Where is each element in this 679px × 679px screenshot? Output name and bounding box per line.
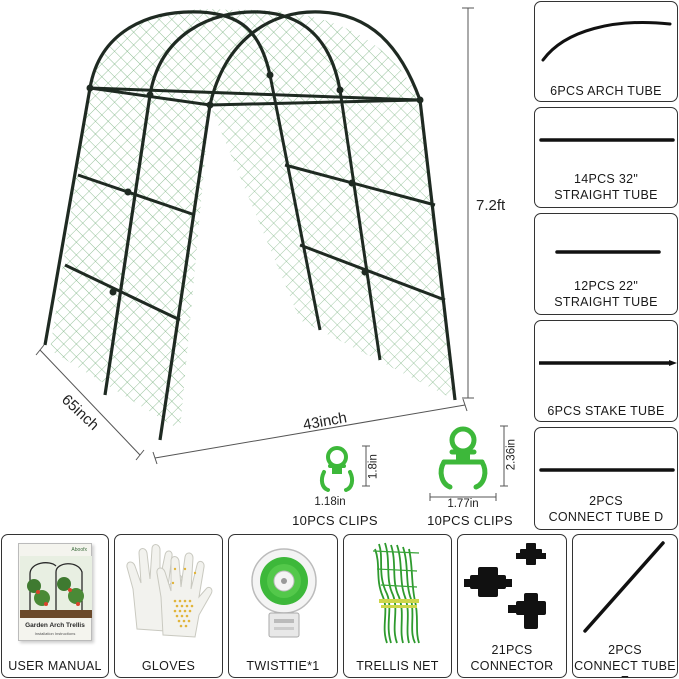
- connect-tube-d-icon: [539, 468, 675, 472]
- connector-icon: [464, 543, 546, 629]
- part-arch-tube: 6PCS ARCH TUBE: [534, 1, 678, 102]
- trellis-net-label: TRELLIS NET: [356, 659, 439, 673]
- clip-large: 2.36in 1.77in: [418, 420, 528, 530]
- manual-booklet: Aboofx Garden Arch Trellis Installation …: [18, 543, 92, 641]
- part-arch-tube-label: 6PCS ARCH TUBE: [550, 84, 662, 98]
- part-straight-tube-22: 12PCS 22" STRAIGHT TUBE: [534, 213, 678, 315]
- accessory-user-manual: Aboofx Garden Arch Trellis Installation …: [1, 534, 109, 678]
- connector-label: 21PCS CONNECTOR: [470, 643, 554, 673]
- accessory-twist-tie: TWISTTIE*1: [228, 534, 338, 678]
- part-stake-tube-label: 6PCS STAKE TUBE: [547, 404, 665, 418]
- manual-cover-image: [20, 556, 92, 618]
- clip-small-label: 10PCS CLIPS: [292, 513, 378, 528]
- part-straight-tube-22-label: 12PCS 22" STRAIGHT TUBE: [554, 279, 658, 309]
- stake-tube-icon: [539, 360, 677, 366]
- twist-tie-label: TWISTTIE*1: [246, 659, 320, 673]
- part-stake-tube: 6PCS STAKE TUBE: [534, 320, 678, 422]
- accessory-trellis-net: TRELLIS NET: [343, 534, 452, 678]
- clip-small-height: 1.8in: [367, 454, 380, 480]
- straight-tube-22-icon: [555, 250, 661, 254]
- gloves-icon: [126, 544, 213, 638]
- connect-tube-e-label: 2PCS CONNECT TUBE E: [574, 643, 676, 677]
- part-straight-tube-32-label: 14PCS 32" STRAIGHT TUBE: [554, 172, 658, 202]
- height-dimension: 7.2ft: [476, 197, 506, 214]
- part-connect-tube-d: 2PCS CONNECT TUBE D: [534, 427, 678, 530]
- straight-tube-32-icon: [539, 138, 675, 142]
- connect-tube-e-icon: [583, 541, 665, 633]
- clip-large-height: 2.36in: [505, 438, 518, 471]
- part-straight-tube-32: 14PCS 32" STRAIGHT TUBE: [534, 107, 678, 208]
- trellis-net-icon: [372, 542, 420, 644]
- trellis-drawing: [35, 7, 474, 465]
- clip-large-icon: [438, 426, 488, 490]
- manual-brand: Aboofx: [71, 547, 87, 553]
- twist-tie-icon: [251, 548, 317, 638]
- manual-title: Garden Arch Trellis: [25, 622, 85, 629]
- accessory-connector: 21PCS CONNECTOR: [457, 534, 567, 678]
- user-manual-label: USER MANUAL: [8, 659, 102, 673]
- clip-small-icon: [319, 446, 355, 492]
- clip-small-width: 1.18in: [314, 496, 346, 508]
- gloves-label: GLOVES: [141, 659, 196, 673]
- trellis-illustration: 7.2ft 43inch 65inch: [35, 7, 506, 465]
- manual-subtitle: Installation Instructions: [34, 631, 76, 636]
- accessory-gloves: GLOVES: [114, 534, 223, 678]
- clip-small: 1.8in 1.18in: [300, 440, 390, 528]
- clip-large-label: 10PCS CLIPS: [427, 513, 513, 528]
- accessory-connect-tube-e: 2PCS CONNECT TUBE E: [572, 534, 678, 678]
- part-connect-tube-d-label: 2PCS CONNECT TUBE D: [548, 494, 664, 524]
- arch-tube-icon: [541, 21, 672, 62]
- clip-large-width: 1.77in: [447, 498, 479, 510]
